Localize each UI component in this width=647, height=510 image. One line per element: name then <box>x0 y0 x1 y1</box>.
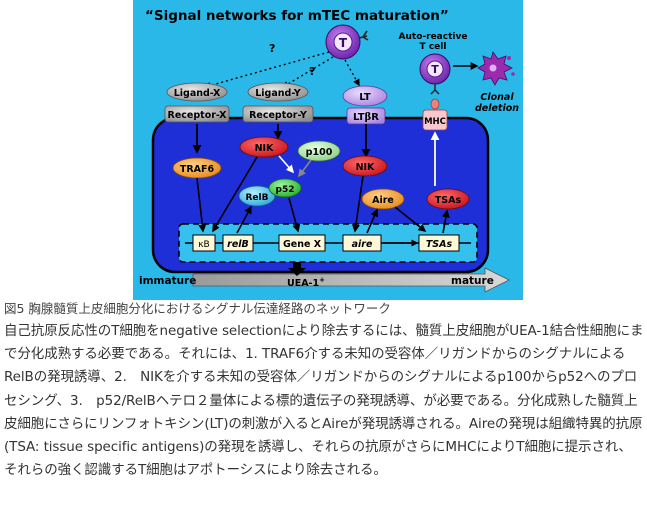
mhc-group: MHC <box>422 98 448 131</box>
question-mark-1: ? <box>269 42 275 55</box>
auto-reactive-tcr-icon <box>430 84 440 95</box>
arrow-tsas-gene-to-tsas <box>441 209 450 234</box>
mature-label: mature <box>451 275 494 287</box>
auto-reactive-label-1: Auto-reactive <box>399 32 468 42</box>
nik-left-node <box>239 136 289 158</box>
auto-reactive-t-cell: T <box>419 53 451 95</box>
tsas-gene-box <box>418 234 460 252</box>
lt-group: LT LTβR <box>342 85 388 125</box>
arrow-p52-to-gene-x <box>288 197 301 233</box>
auto-reactive-t-label: T <box>431 63 439 76</box>
ligand-y-label: Ligand-Y <box>255 88 301 99</box>
arrow-nik-to-kappa-b <box>212 156 258 233</box>
clonal-deletion-label-2: deletion <box>475 103 519 114</box>
arrow-aire-to-tsas-gene <box>394 206 427 232</box>
maturation-arrow <box>192 267 510 293</box>
aire-gene-label: aire <box>352 239 373 250</box>
figure-caption: 図5 胸腺髓質上皮細胞分化におけるシグナル伝達経路のネットワーク <box>4 301 391 316</box>
tsas-node <box>426 188 470 210</box>
clonal-deletion-label-1: Clonal <box>480 92 514 103</box>
lt-beta-r-label: LTβR <box>353 112 379 123</box>
signal-network-diagram: “Signal networks for mTEC maturation” T … <box>133 0 523 300</box>
t-cell-receptor-icon <box>358 30 369 41</box>
lt-beta-r-r: R <box>371 112 379 123</box>
immature-label: immature <box>139 275 196 287</box>
question-mark-2: ? <box>309 65 315 78</box>
gene-x-box <box>278 234 326 252</box>
uea1-text: UEA-1 <box>287 278 319 289</box>
nik-left-label: NIK <box>255 143 274 154</box>
arrow-relb-gene-to-relb <box>236 205 252 234</box>
nik-right-label: NIK <box>356 162 375 173</box>
kappa-b-gene-label: κB <box>198 240 209 250</box>
relb-node <box>238 185 276 207</box>
t-cell-label: T <box>339 36 348 50</box>
p52-label: p52 <box>276 185 295 195</box>
traf6-label: TRAF6 <box>180 164 215 175</box>
p100-label: p100 <box>306 147 333 158</box>
kappa-b-gene-box <box>192 234 216 252</box>
nik-right-node <box>342 155 388 177</box>
relb-label: RelB <box>246 193 269 203</box>
gene-x-label: Gene X <box>283 239 322 250</box>
arrow-nik-right-to-aire-gene <box>351 175 364 233</box>
arrow-nik-to-p52 <box>278 155 295 174</box>
dotted-arrow-to-ligand-x <box>203 51 330 89</box>
tsas-gene-label: TSAs <box>426 239 453 250</box>
ligand-y-group: Ligand-Y Receptor-Y <box>242 82 314 123</box>
aire-label: Aire <box>372 195 394 206</box>
caption-block: 図5 胸腺髓質上皮細胞分化におけるシグナル伝達経路のネットワーク 自己抗原反応性… <box>4 300 644 482</box>
p52-node <box>268 178 302 198</box>
diagram-title: “Signal networks for mTEC maturation” <box>145 8 449 24</box>
p100-node <box>297 140 341 162</box>
mhc-label: MHC <box>424 117 446 127</box>
ligand-x-group: Ligand-X Receptor-X <box>164 82 230 123</box>
lt-beta-r-beta: β <box>365 112 372 123</box>
uea1-down-arrow <box>288 262 306 276</box>
receptor-x-label: Receptor-X <box>168 110 228 121</box>
aire-node <box>361 188 405 210</box>
uea1-label: UEA-1+ <box>287 276 325 289</box>
uea1-plus: + <box>319 276 325 284</box>
t-cell: T <box>325 24 369 60</box>
lt-beta-r-lt: LT <box>353 112 365 123</box>
auto-reactive-label-2: T cell <box>420 42 447 52</box>
arrow-aire-gene-to-aire <box>366 208 379 234</box>
tsas-label: TSAs <box>435 195 462 206</box>
figure-body-text: 自己抗原反応性のT細胞をnegative selectionにより除去するには、… <box>4 323 644 479</box>
arrow-p100-to-p52 <box>298 159 312 178</box>
aire-gene-box <box>342 234 382 252</box>
arrow-traf6-to-kappa-b <box>196 177 207 233</box>
ligand-x-label: Ligand-X <box>174 88 221 99</box>
receptor-y-label: Receptor-Y <box>249 110 307 121</box>
apoptotic-cell-icon <box>477 51 515 86</box>
relb-gene-label: relB <box>227 239 249 250</box>
lt-label: LT <box>359 92 371 103</box>
